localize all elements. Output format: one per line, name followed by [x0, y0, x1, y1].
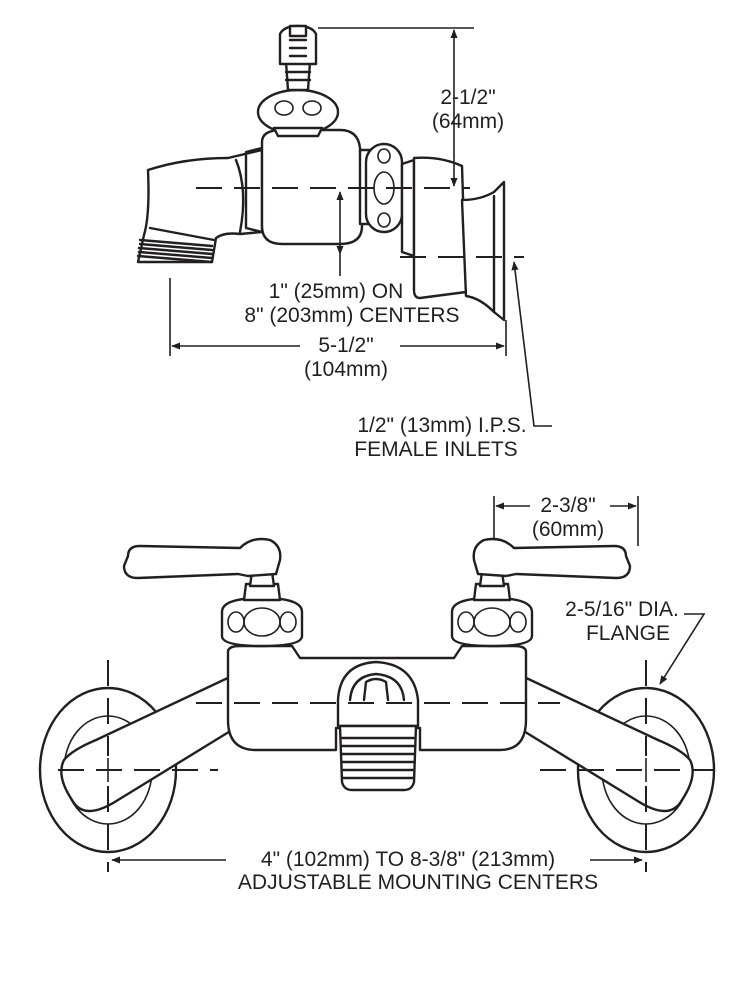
left-lever-handle[interactable]	[122, 537, 282, 580]
right-valve-bonnet	[450, 570, 534, 648]
height-dimension-metric: (64mm)	[432, 110, 504, 133]
left-valve-bonnet	[220, 570, 304, 648]
spout-body	[136, 148, 264, 264]
valve-stem	[284, 60, 312, 92]
spout-hose-threads	[136, 238, 214, 264]
right-lever-handle[interactable]	[472, 537, 632, 580]
mounting-dimension-subtitle: ADJUSTABLE MOUNTING CENTERS	[238, 871, 598, 894]
handle-dimension-label: 2-3/8"	[540, 494, 595, 517]
side-view: 2-1/2" (64mm) 1" (25mm) ON 8" (203mm) CE…	[136, 24, 552, 461]
centers-label-line2: 8" (203mm) CENTERS	[244, 304, 459, 327]
flange-leader	[659, 613, 706, 685]
height-dimension-label: 2-1/2"	[440, 86, 495, 109]
mounting-dimension-label: 4" (102mm) TO 8-3/8" (213mm)	[261, 848, 555, 871]
wall-flange-side	[460, 180, 506, 322]
spout-threads	[340, 736, 416, 780]
inlets-label-line2: FEMALE INLETS	[354, 438, 517, 461]
depth-dimension-label: 5-1/2"	[318, 334, 373, 357]
inlets-label: 1/2" (13mm) I.P.S.	[357, 414, 526, 437]
left-supply-arm	[60, 674, 234, 813]
center-spout	[336, 660, 420, 728]
front-view: 2-3/8" (60mm) 2-5/16" DIA. FLANGE 4" (10…	[38, 494, 716, 894]
handle-dimension-metric: (60mm)	[532, 518, 604, 541]
inlets-leader	[511, 261, 552, 427]
centers-label: 1" (25mm) ON	[269, 280, 404, 303]
flange-label: 2-5/16" DIA.	[565, 598, 679, 621]
depth-dimension-metric: (104mm)	[304, 358, 388, 381]
inlet-shank	[400, 158, 416, 258]
flange-label-line2: FLANGE	[586, 622, 670, 645]
right-supply-arm	[520, 674, 694, 813]
